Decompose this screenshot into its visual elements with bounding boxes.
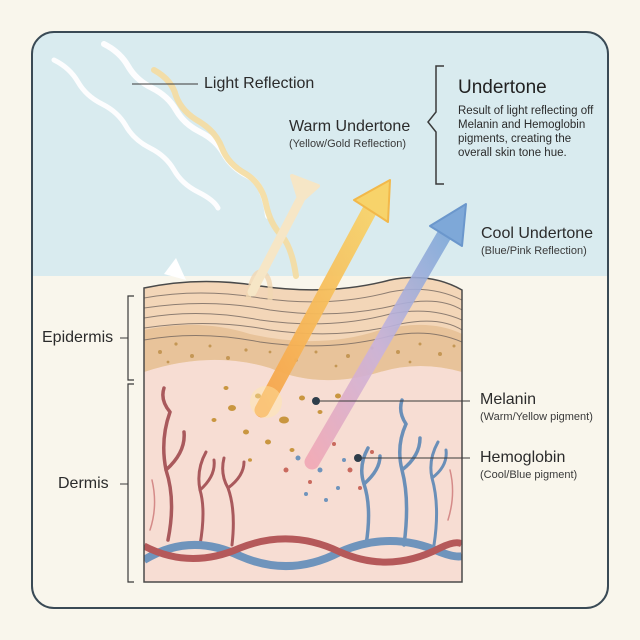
melanin-subtitle: (Warm/Yellow pigment): [480, 411, 593, 423]
melanin-title: Melanin: [480, 391, 537, 408]
undertone-description: Result of light reflecting off Melanin a…: [458, 105, 594, 159]
warm-reflection-shaft: [254, 198, 380, 418]
hemoglobin-dots-blue: [295, 455, 346, 502]
cool-undertone-subtitle: (Blue/Pink Reflection): [481, 245, 587, 257]
hemoglobin-subtitle: (Cool/Blue pigment): [480, 469, 578, 481]
warm-undertone-subtitle: (Yellow/Gold Reflection): [289, 138, 406, 150]
epidermis-label: Epidermis: [42, 329, 114, 346]
warm-reflection-arrowhead: [353, 179, 391, 223]
warm-undertone-title: Warm Undertone: [289, 118, 411, 135]
bottom-vein: [144, 537, 462, 571]
undertone-bracket: [427, 65, 444, 185]
reflected-light-arrowhead: [290, 174, 320, 204]
melanin-pointer-dot: [312, 397, 320, 405]
hemoglobin-title: Hemoglobin: [480, 449, 566, 466]
cool-reflection-shaft: [304, 224, 454, 470]
skin-cross-section: [144, 277, 462, 582]
bottom-artery: [144, 535, 462, 566]
dermis-bracket: [127, 383, 134, 583]
light-reflection-label: Light Reflection: [204, 75, 315, 92]
cool-reflection-arrowhead: [429, 203, 467, 247]
reflected-light-shaft: [247, 195, 305, 297]
melanin-granules: [211, 386, 341, 462]
frame-border: [31, 31, 609, 609]
dermis-label: Dermis: [58, 475, 109, 492]
hemoglobin-pointer-dot: [354, 454, 362, 462]
undertone-title: Undertone: [458, 77, 547, 98]
warm-glow: [250, 386, 282, 418]
hemoglobin-dots-red: [283, 442, 374, 490]
incoming-light-arrowhead: [164, 258, 186, 280]
cool-undertone-title: Cool Undertone: [481, 225, 594, 242]
sky-band: [32, 32, 608, 276]
